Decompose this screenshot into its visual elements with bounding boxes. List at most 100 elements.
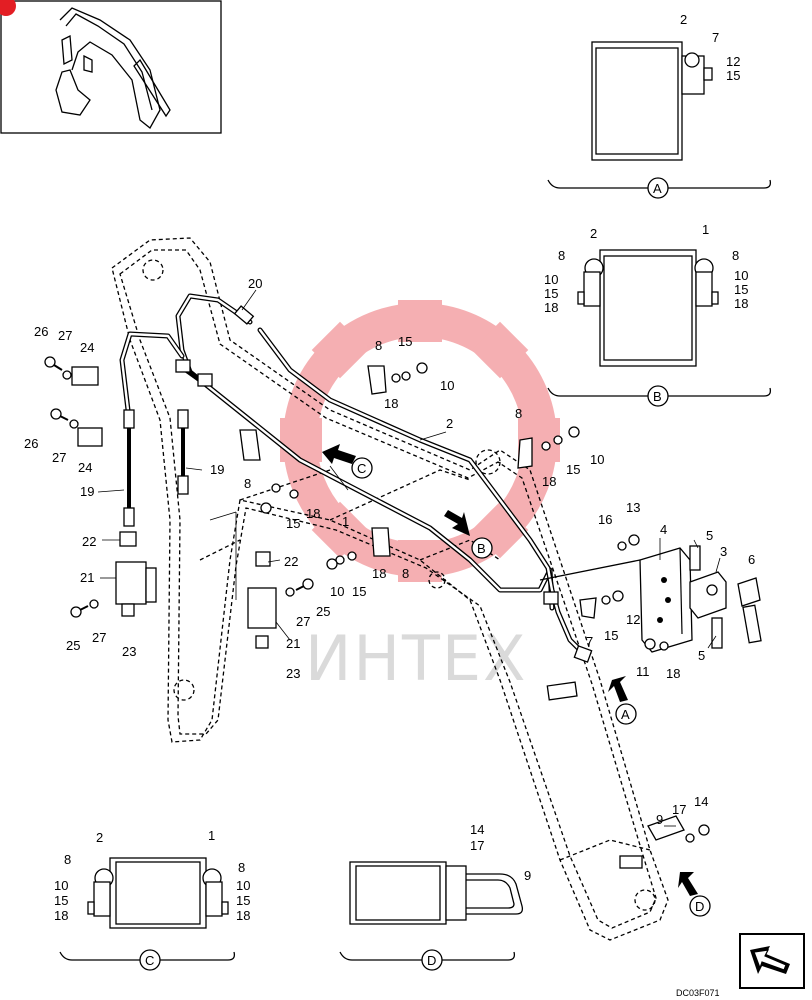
- view-c-letter: C: [145, 953, 154, 968]
- label-27-lower: 27: [52, 450, 66, 465]
- clamp-24-upper: [71, 366, 99, 386]
- svg-text:2: 2: [96, 830, 103, 845]
- red-corner-marker: [0, 0, 16, 16]
- detail-view-d: D 14 17 9: [339, 822, 531, 971]
- label-2-main: 2: [446, 416, 453, 431]
- hydraulic-pipes: [119, 293, 593, 663]
- detail-view-a: A 2 7 12 15: [547, 12, 772, 199]
- label-18-low: 18: [372, 566, 386, 581]
- label-18-mid: 18: [306, 506, 320, 521]
- label-16: 16: [598, 512, 612, 527]
- label-26-upper: 26: [34, 324, 48, 339]
- svg-text:9: 9: [524, 868, 531, 883]
- svg-text:14: 14: [470, 822, 484, 837]
- label-5-upper: 5: [706, 528, 713, 543]
- svg-text:10: 10: [734, 268, 748, 283]
- label-11: 11: [636, 664, 650, 679]
- lower-clamp-assembly: [546, 681, 710, 869]
- view-arrow-a: A: [608, 676, 637, 725]
- svg-text:10: 10: [544, 272, 558, 287]
- hose-assemblies-19: [123, 409, 189, 527]
- label-8-mid: 8: [244, 476, 251, 491]
- svg-text:12: 12: [726, 54, 740, 69]
- svg-text:15: 15: [726, 68, 740, 83]
- svg-text:17: 17: [470, 838, 484, 853]
- label-26-lower: 26: [24, 436, 38, 451]
- label-22-left: 22: [82, 534, 96, 549]
- svg-text:10: 10: [54, 878, 68, 893]
- leader-lines: [97, 289, 721, 827]
- label-27-left: 27: [92, 630, 106, 645]
- label-8-top: 8: [375, 338, 382, 353]
- label-10-right: 10: [590, 452, 604, 467]
- label-6: 6: [748, 552, 755, 567]
- detail-view-c: C 2 1 8 8 10 15 18 10 15 18: [54, 828, 250, 971]
- view-b-letter: B: [653, 389, 662, 404]
- label-23-left: 23: [122, 644, 136, 659]
- svg-text:8: 8: [558, 248, 565, 263]
- svg-text:2: 2: [590, 226, 597, 241]
- valve-block-assembly: [539, 534, 762, 653]
- svg-text:8: 8: [64, 852, 71, 867]
- svg-text:B: B: [477, 541, 486, 556]
- svg-text:1: 1: [208, 828, 215, 843]
- label-18-right: 18: [542, 474, 556, 489]
- label-15-mid: 15: [286, 516, 300, 531]
- view-arrow-b: B: [444, 510, 493, 559]
- boom-outline: [111, 237, 669, 941]
- svg-text:C: C: [357, 461, 366, 476]
- svg-text:18: 18: [54, 908, 68, 923]
- label-10-top: 10: [440, 378, 454, 393]
- svg-text:1: 1: [702, 222, 709, 237]
- label-19-right: 19: [210, 462, 224, 477]
- svg-text:2: 2: [680, 12, 687, 27]
- label-18-top: 18: [384, 396, 398, 411]
- label-19-left: 19: [80, 484, 94, 499]
- label-5-lower: 5: [698, 648, 705, 663]
- label-7-valve: 7: [586, 634, 593, 649]
- svg-text:10: 10: [236, 878, 250, 893]
- label-4: 4: [660, 522, 667, 537]
- svg-text:7: 7: [712, 30, 719, 45]
- svg-text:15: 15: [544, 286, 558, 301]
- label-8-right: 8: [515, 406, 522, 421]
- detail-view-b: B 8 2 1 8 10 15 18 10 15 18: [544, 222, 772, 407]
- label-24-lower: 24: [78, 460, 92, 475]
- label-10-low: 10: [330, 584, 344, 599]
- label-15-top: 15: [398, 334, 412, 349]
- svg-text:8: 8: [238, 860, 245, 875]
- label-17-main: 17: [672, 802, 686, 817]
- label-27-right: 27: [296, 614, 310, 629]
- watermark-text: ИНТЕХ: [305, 622, 528, 695]
- svg-text:8: 8: [732, 248, 739, 263]
- label-20: 20: [248, 276, 262, 291]
- label-9-main: 9: [656, 812, 663, 827]
- machine-thumbnail: [0, 0, 222, 134]
- view-arrow-c: C: [322, 444, 373, 479]
- clamp-24-lower: [77, 427, 103, 447]
- svg-text:15: 15: [54, 893, 68, 908]
- label-8-low: 8: [402, 566, 409, 581]
- view-a-letter: A: [653, 181, 662, 196]
- block-21-left: [115, 561, 147, 605]
- label-22-right: 22: [284, 554, 298, 569]
- drawing-code: DC03F071: [676, 988, 720, 998]
- block-21-right: [247, 587, 277, 629]
- label-13: 13: [626, 500, 640, 515]
- label-12-valve: 12: [626, 612, 640, 627]
- svg-text:18: 18: [236, 908, 250, 923]
- label-14-main: 14: [694, 794, 708, 809]
- label-27-upper: 27: [58, 328, 72, 343]
- view-arrow-d: D: [678, 872, 711, 917]
- svg-text:15: 15: [236, 893, 250, 908]
- orientation-arrow-icon: [739, 933, 805, 989]
- label-15-right: 15: [566, 462, 580, 477]
- view-d-letter: D: [427, 953, 436, 968]
- label-1-main: 1: [342, 514, 349, 529]
- label-25-right: 25: [316, 604, 330, 619]
- label-18-valve: 18: [666, 666, 680, 681]
- left-fittings: [44, 356, 314, 649]
- label-24-upper: 24: [80, 340, 94, 355]
- label-15-valve: 15: [604, 628, 618, 643]
